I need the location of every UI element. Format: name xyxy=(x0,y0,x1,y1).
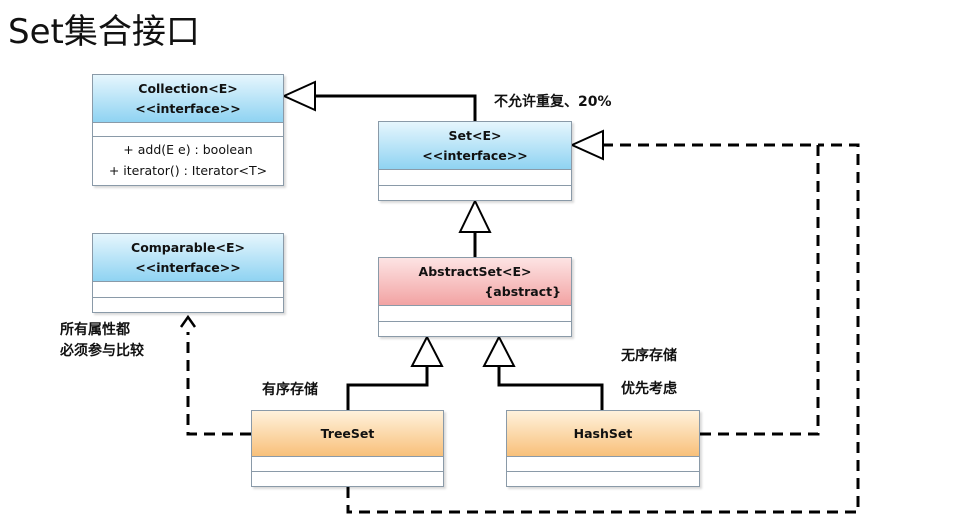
abstractset-class-box: AbstractSet<E> {abstract} xyxy=(378,257,572,337)
hashset-realizes-set-line xyxy=(603,143,820,436)
hashset-name: HashSet xyxy=(573,425,633,441)
comparable-interface-box: Comparable<E> <<interface>> xyxy=(92,233,284,313)
comparable-dependency-arrowhead xyxy=(179,314,197,328)
treeset-name: TreeSet xyxy=(320,425,375,441)
collection-stereotype: <<interface>> xyxy=(135,100,241,116)
hashset-note-priority: 优先考虑 xyxy=(621,381,677,397)
abstractset-modifier: {abstract} xyxy=(484,283,561,299)
comparable-name: Comparable<E> xyxy=(131,239,245,255)
set-name: Set<E> xyxy=(448,127,502,143)
collection-methods-section: + add(E e) : boolean + iterator() : Iter… xyxy=(93,137,283,181)
collection-interface-box: Collection<E> <<interface>> + add(E e) :… xyxy=(92,74,284,186)
set-realization-arrowhead xyxy=(569,129,604,161)
treeset-extends-abstractset-line xyxy=(346,366,429,410)
comparable-stereotype: <<interface>> xyxy=(135,259,241,275)
comparable-header: Comparable<E> <<interface>> xyxy=(93,234,283,282)
treeset-note: 有序存储 xyxy=(262,382,318,398)
abstractset-header: AbstractSet<E> {abstract} xyxy=(379,258,571,306)
hashset-inheritance-arrowhead xyxy=(482,334,516,367)
treeset-attributes-section xyxy=(252,457,443,472)
collection-inheritance-arrowhead xyxy=(281,80,316,112)
comparable-note-line1: 所有属性都 xyxy=(60,322,130,338)
slide-title: Set集合接口 xyxy=(8,12,200,52)
collection-method-add: + add(E e) : boolean xyxy=(123,142,253,157)
hashset-header: HashSet xyxy=(507,411,699,457)
set-inheritance-arrowhead xyxy=(458,198,492,233)
collection-attributes-section xyxy=(93,123,283,137)
treeset-inheritance-arrowhead xyxy=(410,334,444,367)
treeset-depends-comparable-line xyxy=(186,332,251,436)
comparable-note: 所有属性都 必须参与比较 xyxy=(60,320,144,362)
abstractset-attributes-section xyxy=(379,306,571,322)
treeset-class-box: TreeSet xyxy=(251,410,444,487)
hashset-attributes-section xyxy=(507,457,699,472)
set-extends-collection-line xyxy=(315,94,477,121)
set-stereotype: <<interface>> xyxy=(422,147,528,163)
abstractset-methods-section xyxy=(379,322,571,338)
set-methods-section xyxy=(379,186,571,202)
set-interface-box: Set<E> <<interface>> xyxy=(378,121,572,201)
abstractset-name: AbstractSet<E> xyxy=(418,263,532,279)
set-header: Set<E> <<interface>> xyxy=(379,122,571,170)
treeset-header: TreeSet xyxy=(252,411,443,457)
comparable-note-line2: 必须参与比较 xyxy=(60,343,144,359)
comparable-attributes-section xyxy=(93,282,283,298)
hashset-note-ordering: 无序存储 xyxy=(621,348,677,364)
collection-method-iterator: + iterator() : Iterator<T> xyxy=(108,163,268,178)
treeset-methods-section xyxy=(252,472,443,487)
collection-header: Collection<E> <<interface>> xyxy=(93,75,283,123)
collection-name: Collection<E> xyxy=(138,80,238,96)
hashset-class-box: HashSet xyxy=(506,410,700,487)
set-attributes-section xyxy=(379,170,571,186)
comparable-methods-section xyxy=(93,298,283,314)
set-note: 不允许重复、20% xyxy=(494,94,612,110)
hashset-methods-section xyxy=(507,472,699,487)
hashset-extends-abstractset-line xyxy=(497,366,604,410)
